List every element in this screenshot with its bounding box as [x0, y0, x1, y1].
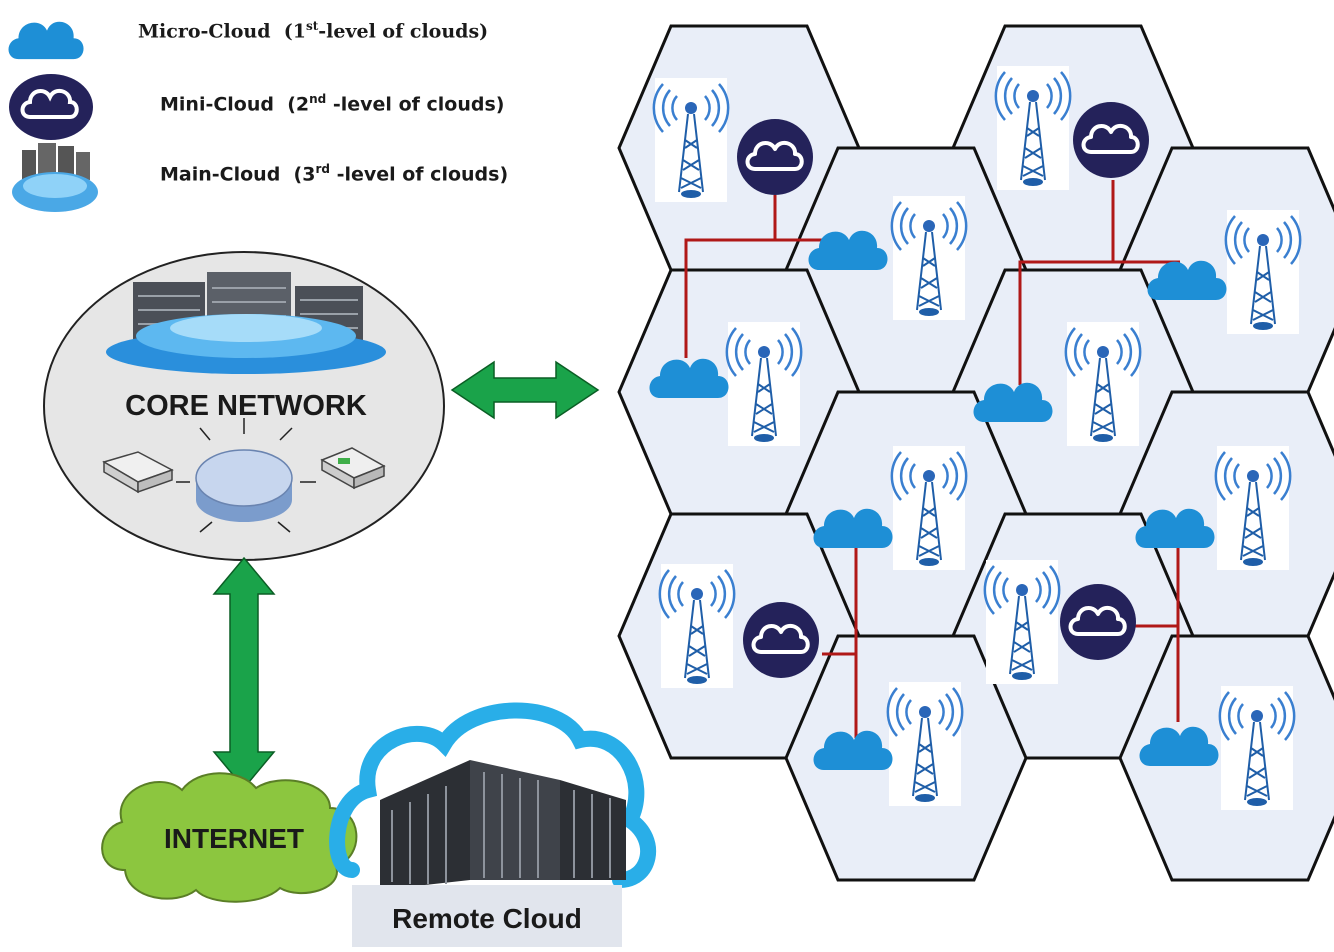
cell-tower-icon [886, 680, 964, 808]
internet-label: INTERNET [164, 823, 304, 854]
mini-cloud-icon [1058, 582, 1138, 662]
main-cloud-servers-icon [106, 272, 386, 374]
legend-micro-sup: st [305, 19, 319, 33]
legend-main-rest: -level of clouds) [329, 163, 509, 186]
cell-tower-icon [652, 76, 730, 204]
legend-micro-name: Micro-Cloud [138, 20, 271, 43]
legend-mini-rest: -level of clouds) [326, 93, 505, 116]
legend-main-label: Main-Cloud (3rd -level of clouds) [160, 162, 508, 185]
datacenter-icon [380, 760, 626, 890]
legend-main-name: Main-Cloud [160, 163, 281, 186]
cell-tower-icon [994, 64, 1072, 192]
core-internet-arrow [212, 556, 276, 790]
cell-tower-icon [983, 558, 1061, 686]
mini-cloud-icon [735, 117, 815, 197]
cell-tower-icon [1224, 208, 1302, 336]
legend-mini-paren: (2 [287, 93, 310, 116]
mini-cloud-icon [741, 600, 821, 680]
legend-micro-label: Micro-Cloud (1st-level of clouds) [138, 19, 488, 42]
legend-micro-cloud-icon [8, 21, 84, 60]
legend-micro-paren: (1 [283, 20, 306, 43]
cell-tower-icon [890, 444, 968, 572]
mini-cloud-icon [1071, 100, 1151, 180]
firewall-switch-icon [320, 447, 386, 490]
legend-main-cloud-icon [12, 143, 98, 212]
core-cells-arrow [450, 360, 600, 420]
cell-tower-icon [890, 194, 968, 322]
cell-tower-icon [1214, 444, 1292, 572]
legend-micro-rest: -level of clouds) [318, 20, 489, 43]
internet-cloud: INTERNET [101, 772, 358, 903]
cell-tower-icon [1064, 320, 1142, 448]
switch-icon [102, 451, 174, 494]
remote-cloud: Remote Cloud [329, 702, 656, 947]
cell-tower-icon [658, 562, 736, 690]
core-network: CORE NETWORK [43, 251, 445, 561]
remote-cloud-label: Remote Cloud [392, 903, 582, 934]
router-icon [176, 418, 316, 533]
cell-tower-icon [725, 320, 803, 448]
legend-mini-cloud-icon [9, 74, 93, 140]
legend-mini-name: Mini-Cloud [160, 93, 274, 116]
core-network-label: CORE NETWORK [125, 390, 367, 422]
legend-main-sup: rd [315, 162, 330, 176]
cloud-links [684, 180, 1180, 738]
legend-mini-sup: nd [309, 92, 327, 106]
legend-mini-label: Mini-Cloud (2nd -level of clouds) [160, 92, 504, 115]
cell-tower-icon [1218, 684, 1296, 812]
legend-main-paren: (3 [293, 163, 316, 186]
